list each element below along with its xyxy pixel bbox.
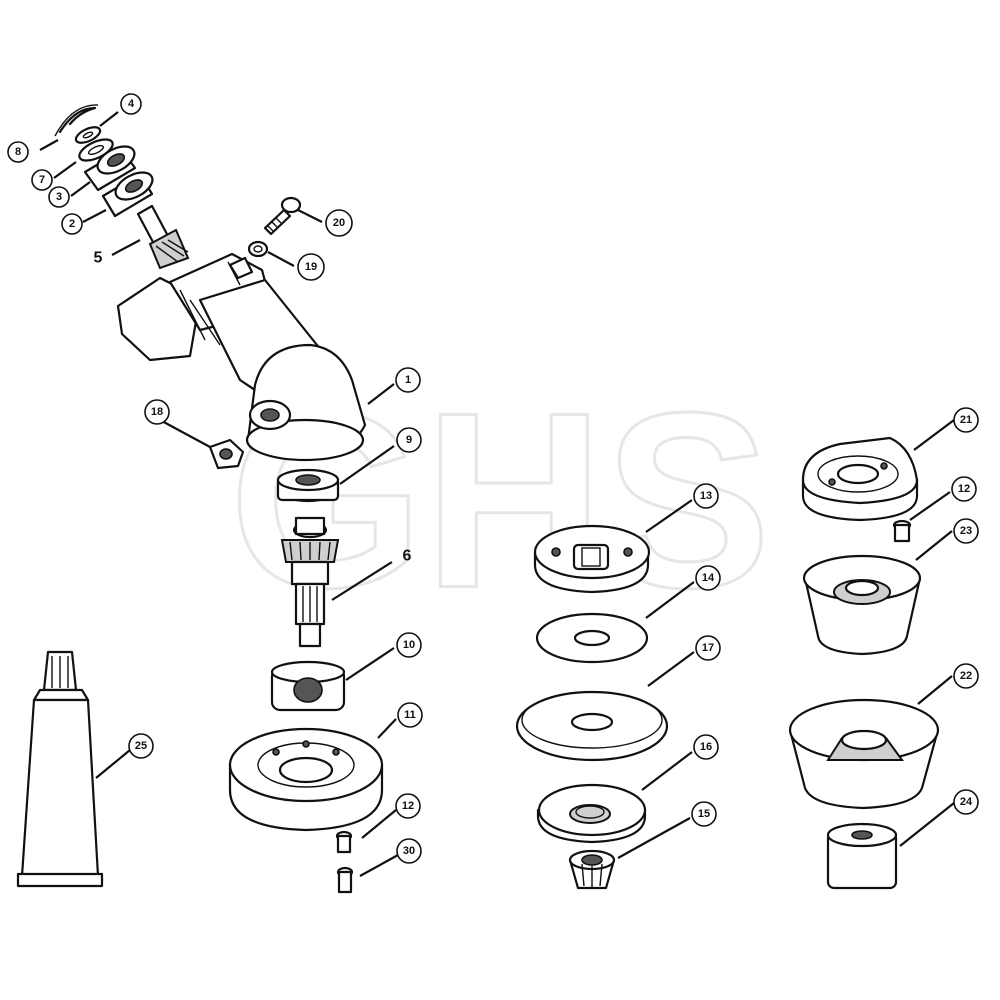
callout-11: 11: [397, 702, 423, 728]
leader-lines: [39, 111, 955, 877]
callout-21: 21: [953, 407, 979, 433]
bearing-10-part: [270, 660, 346, 712]
callout-10: 10: [396, 632, 422, 658]
svg-text:15: 15: [698, 808, 710, 820]
svg-text:10: 10: [403, 639, 415, 651]
svg-text:3: 3: [56, 191, 62, 203]
svg-text:25: 25: [135, 740, 147, 752]
svg-text:23: 23: [960, 525, 972, 537]
svg-text:2: 2: [69, 218, 75, 230]
gear-housing-part: [116, 252, 367, 462]
disc-17-part: [515, 690, 669, 762]
callout-18: 18: [144, 399, 170, 425]
svg-text:30: 30: [403, 845, 415, 857]
plug-18-part: [208, 438, 245, 470]
svg-text:9: 9: [406, 434, 412, 446]
svg-text:1: 1: [405, 374, 411, 386]
callout-7: 7: [31, 169, 53, 191]
callout-30: 30: [396, 838, 422, 864]
callout-23: 23: [953, 518, 979, 544]
plate-16-part: [536, 783, 647, 844]
upper-bearing-part: [83, 145, 137, 192]
callout-22: 22: [953, 663, 979, 689]
svg-text:19: 19: [305, 261, 317, 273]
screw-12-part: [335, 830, 353, 854]
circlip-part: [54, 104, 99, 137]
bearing-9-part: [276, 468, 340, 503]
callout-14: 14: [695, 565, 721, 591]
flange-11-part: [228, 727, 384, 832]
svg-text:4: 4: [128, 98, 135, 110]
washer-part: [78, 138, 114, 162]
svg-text:11: 11: [404, 709, 416, 721]
svg-text:7: 7: [39, 174, 45, 186]
callout-12-right: 12: [951, 476, 977, 502]
washer-19-part: [247, 240, 269, 258]
spacer-24-part: [826, 822, 898, 890]
disc-14-part: [535, 612, 649, 664]
callout-2: 2: [61, 213, 83, 235]
svg-text:17: 17: [702, 642, 714, 654]
nut-15-part: [568, 849, 616, 890]
shim-washer-part: [74, 126, 102, 144]
svg-text:21: 21: [960, 414, 972, 426]
cup-23-part: [802, 554, 922, 656]
svg-text:24: 24: [960, 796, 973, 808]
svg-text:18: 18: [151, 406, 163, 418]
cup-22-part: [788, 698, 940, 810]
screw-12-right-part: [892, 519, 912, 543]
gear-shaft-part: [280, 516, 340, 648]
callout-19: 19: [297, 253, 325, 281]
callout-9: 9: [396, 427, 422, 453]
callout-25: 25: [128, 733, 154, 759]
svg-text:22: 22: [960, 670, 972, 682]
svg-text:8: 8: [15, 146, 21, 158]
callout-15: 15: [691, 801, 717, 827]
cover-21-part: [801, 436, 919, 522]
bevel-pinion-part: [136, 204, 190, 270]
screw-30-part: [336, 866, 354, 894]
callout-24: 24: [953, 789, 979, 815]
callout-4: 4: [120, 93, 142, 115]
grease-tube-part: [16, 650, 104, 888]
svg-text:14: 14: [702, 572, 715, 584]
callout-3: 3: [48, 186, 70, 208]
svg-text:16: 16: [700, 741, 712, 753]
callout-5: 5: [94, 250, 103, 267]
callout-8: 8: [7, 141, 29, 163]
callout-17: 17: [695, 635, 721, 661]
lower-bearing-part: [101, 171, 154, 218]
callout-6: 6: [403, 548, 412, 565]
thrust-plate-13-part: [533, 524, 651, 594]
svg-text:20: 20: [333, 217, 345, 229]
callout-12-left: 12: [395, 793, 421, 819]
callout-16: 16: [693, 734, 719, 760]
svg-text:12: 12: [958, 483, 970, 495]
svg-text:13: 13: [700, 490, 712, 502]
callout-20: 20: [325, 209, 353, 237]
screw-20-part: [263, 196, 302, 236]
callout-13: 13: [693, 483, 719, 509]
callout-1: 1: [395, 367, 421, 393]
svg-text:12: 12: [402, 800, 414, 812]
